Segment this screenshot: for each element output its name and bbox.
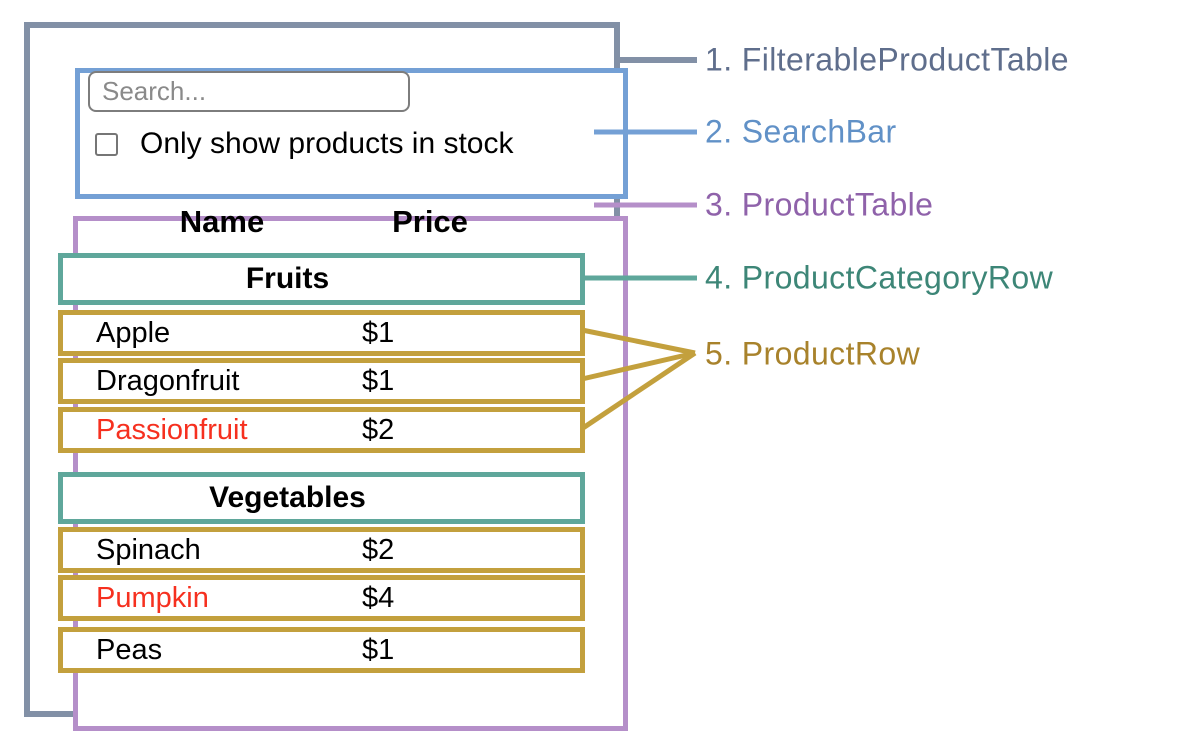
legend-product-table: 3. ProductTable <box>705 186 934 223</box>
product-row: Dragonfruit $1 <box>58 358 585 404</box>
product-name: Passionfruit <box>96 413 248 446</box>
product-row: Apple $1 <box>58 310 585 356</box>
product-row: Passionfruit $2 <box>58 407 585 453</box>
product-row: Spinach $2 <box>58 527 585 573</box>
product-name: Apple <box>96 316 171 349</box>
column-header-price: Price <box>392 204 468 239</box>
product-price: $2 <box>362 413 395 446</box>
category-row-fruits: Fruits <box>58 253 585 305</box>
category-label: Fruits <box>245 262 330 295</box>
column-header-name: Name <box>179 204 265 239</box>
product-price: $1 <box>362 316 395 349</box>
search-input[interactable] <box>88 71 410 112</box>
product-price: $1 <box>362 364 395 397</box>
legend-product-category-row: 4. ProductCategoryRow <box>705 259 1054 296</box>
in-stock-checkbox-label: Only show products in stock <box>140 127 514 160</box>
in-stock-checkbox[interactable] <box>95 133 118 156</box>
product-price: $4 <box>362 581 395 614</box>
legend-search-bar: 2. SearchBar <box>705 113 897 150</box>
product-name: Dragonfruit <box>96 364 240 397</box>
legend-product-row: 5. ProductRow <box>705 335 921 372</box>
product-name: Pumpkin <box>96 581 209 614</box>
product-name: Peas <box>96 633 163 666</box>
product-row: Pumpkin $4 <box>58 575 585 621</box>
category-row-vegetables: Vegetables <box>58 472 585 524</box>
product-price: $1 <box>362 633 395 666</box>
legend-filterable-product-table: 1. FilterableProductTable <box>705 41 1069 78</box>
category-label: Vegetables <box>209 481 366 514</box>
product-price: $2 <box>362 533 395 566</box>
product-row: Peas $1 <box>58 627 585 673</box>
product-name: Spinach <box>96 533 201 566</box>
